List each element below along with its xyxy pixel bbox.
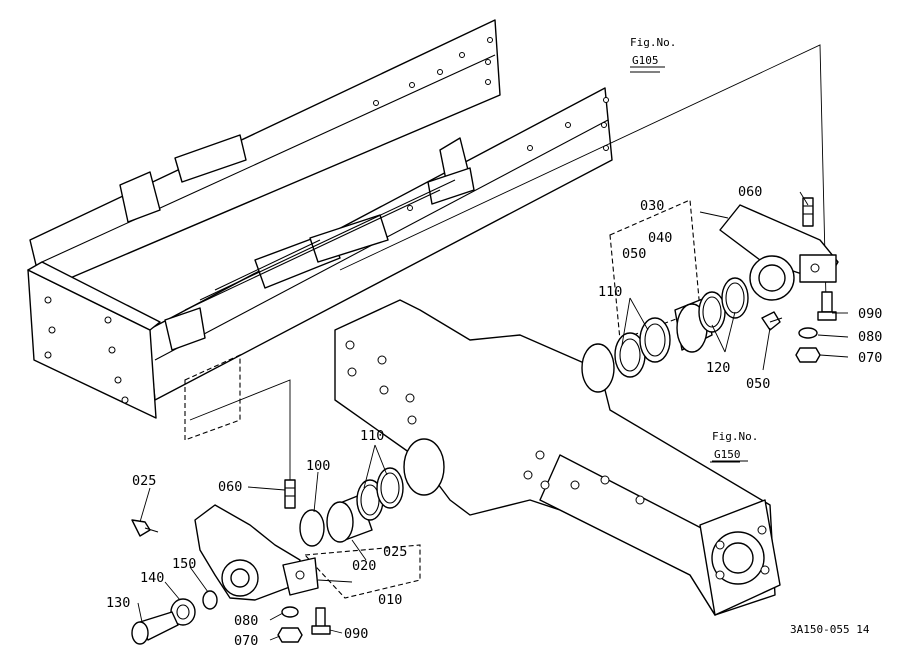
label-050-top: 050	[622, 246, 646, 262]
set-010-outline	[303, 544, 421, 599]
left-bracket-set	[131, 479, 421, 645]
label-025-set: 025	[383, 544, 407, 560]
label-100: 100	[306, 458, 330, 474]
label-070-left: 070	[234, 633, 258, 649]
left-bushings	[299, 467, 404, 547]
frame-link-line-right	[339, 44, 827, 301]
axle-housing	[334, 299, 781, 616]
label-110-left: 110	[360, 428, 384, 444]
frame-holes	[44, 37, 609, 404]
label-060-left: 060	[218, 479, 242, 495]
drawing-number: 3A150-055 14	[790, 623, 870, 636]
label-140: 140	[140, 570, 164, 586]
fig-ref-frame-line1: Fig.No.	[630, 36, 676, 49]
label-050-fitting: 050	[746, 376, 770, 392]
frame-link-line-left	[189, 379, 291, 490]
label-130: 130	[106, 595, 130, 611]
fig-ref-axle-line2: G150	[714, 448, 741, 461]
label-060-right: 060	[738, 184, 762, 200]
label-040: 040	[648, 230, 672, 246]
right-bushings	[614, 277, 749, 378]
label-010: 010	[378, 592, 402, 608]
set-030-outline	[609, 199, 701, 341]
label-110-right: 110	[598, 284, 622, 300]
label-030: 030	[640, 198, 664, 214]
fig-ref-frame-line2: G105	[632, 54, 659, 67]
label-080-left: 080	[234, 613, 258, 629]
label-090-right: 090	[858, 306, 882, 322]
frame-assembly	[27, 19, 613, 441]
label-120: 120	[706, 360, 730, 376]
label-080-right: 080	[858, 329, 882, 345]
right-bracket-set	[609, 197, 839, 363]
leader-lines	[137, 71, 849, 641]
label-090-left: 090	[344, 626, 368, 642]
label-070-right: 070	[858, 350, 882, 366]
label-025-left: 025	[132, 473, 156, 489]
fig-ref-axle-line1: Fig.No.	[712, 430, 758, 443]
housing-holes	[345, 340, 770, 580]
label-150: 150	[172, 556, 196, 572]
label-020: 020	[352, 558, 376, 574]
